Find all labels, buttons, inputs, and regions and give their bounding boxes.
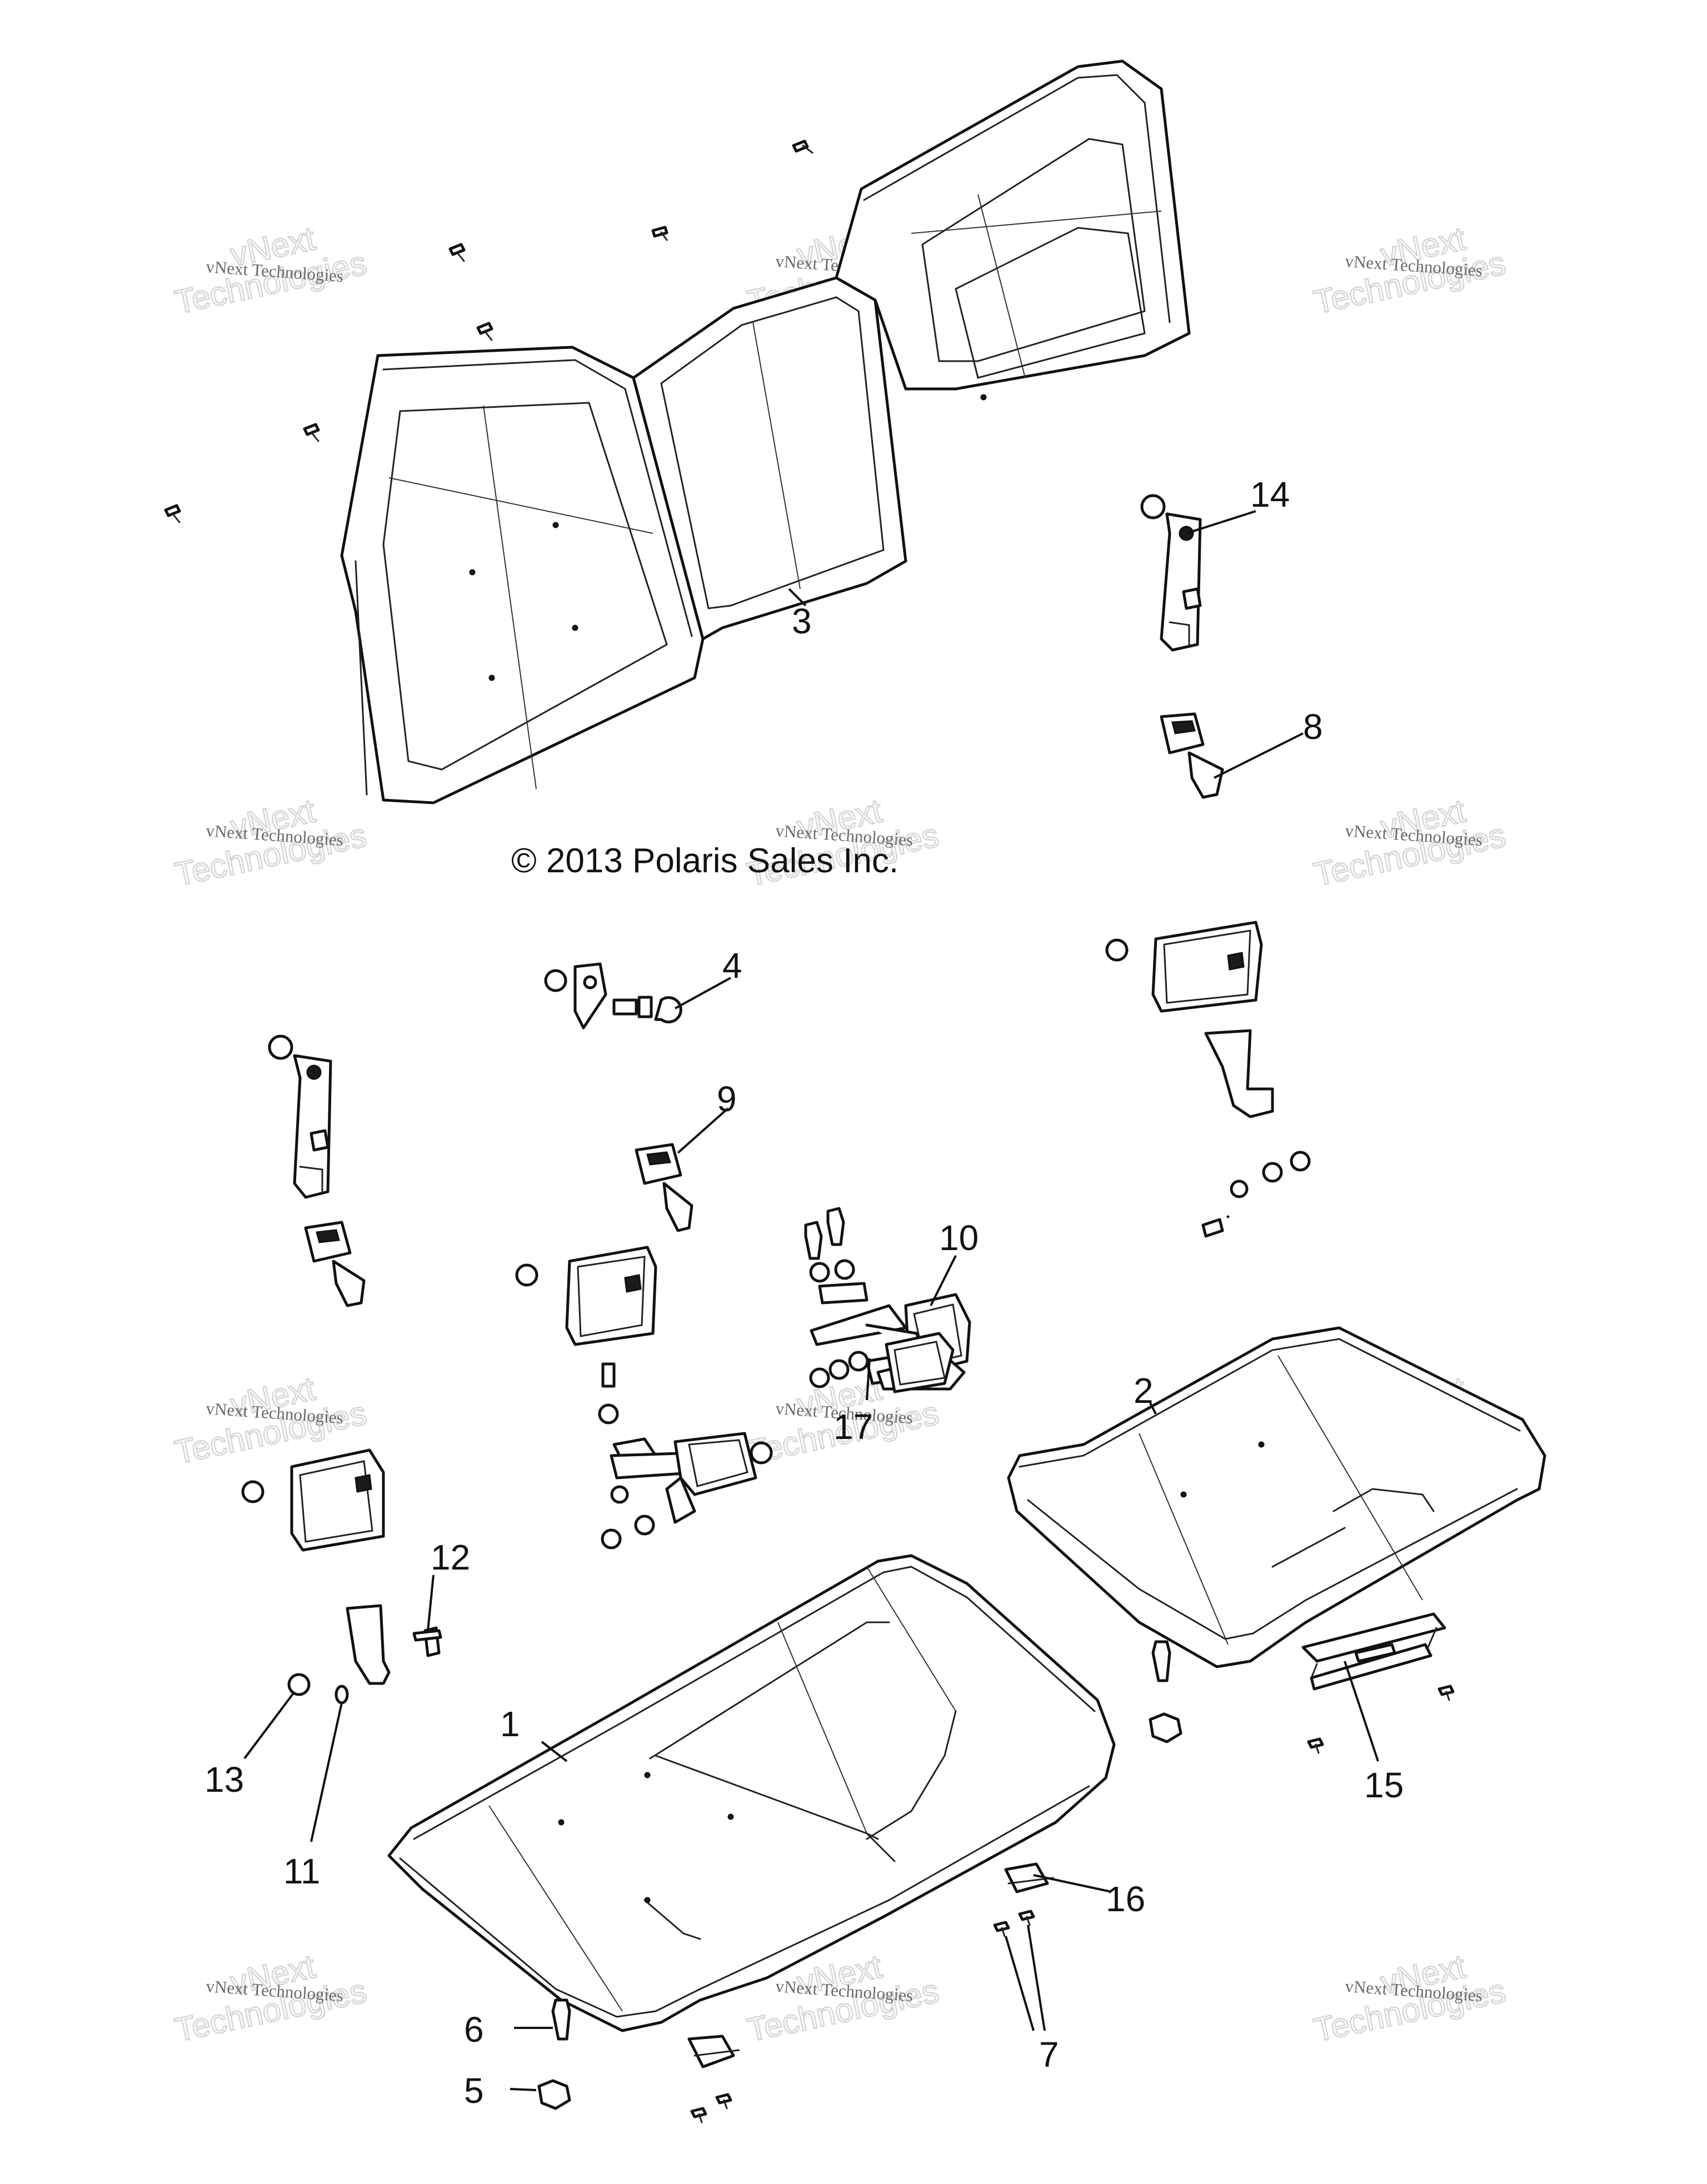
callout-7: 7 [1039,2035,1059,2075]
seat-cushion-left [387,1554,1116,2032]
leader-lines [243,510,1379,2091]
callout-3: 3 [792,601,812,641]
seatbelt-buckle-center [635,1143,693,1232]
screw-icon [303,423,320,442]
seatbelt-anchor-left [268,1034,332,1199]
watermark-bottom-right: vNext Technologies vNext Technologies [1310,1947,1510,2050]
retractor-right [1105,921,1263,1013]
watermark-top-right: vNext Technologies vNext Technologies [1310,219,1510,322]
watermark-mid-right: vNext Technologies vNext Technologies [1310,791,1510,894]
screw-icon [993,1921,1010,1937]
backrest-screws [164,139,813,523]
screw-icon [1438,1685,1455,1701]
screw-icon [1018,1910,1035,1926]
callout-8: 8 [1303,707,1323,747]
callout-17: 17 [833,1407,873,1447]
screw-icon [651,226,668,241]
screw-icon [690,2107,707,2123]
cushion-left-fasteners [537,1862,1054,2123]
callout-11: 11 [283,1851,320,1891]
callout-13: 13 [204,1760,244,1800]
seat-cushion-right [1007,1326,1546,1668]
belt-bracket-right [1201,1029,1311,1238]
watermark-mid-left: vNext Technologies vNext Technologies [171,791,371,894]
seatbelt-buckle-right [1160,712,1224,799]
watermark-top-left: vNext Technologies vNext Technologies [171,219,371,322]
screw-icon [448,243,466,262]
callout-14: 14 [1250,474,1290,514]
retractor-assembly-10-17 [804,1207,971,1393]
seat-backrest [340,59,1191,804]
retractor-left [241,1448,385,1552]
callout-5: 5 [464,2071,484,2111]
screw-icon [715,2093,732,2110]
callout-15: 15 [1364,1765,1404,1805]
seatbelt-buckle-left [304,1221,366,1307]
watermark-bottom-left: vNext Technologies vNext Technologies [171,1947,371,2050]
copyright-text: © 2013 Polaris Sales Inc. [511,842,899,880]
callout-12: 12 [431,1537,470,1577]
screw-icon [1307,1737,1324,1754]
hinge-bracket-assembly [544,962,682,1029]
callout-1: 1 [500,1704,520,1744]
cushion-right-fasteners [1149,1612,1455,1754]
screw-icon [476,322,493,341]
callout-2: 2 [1134,1371,1154,1411]
callout-6: 6 [464,2010,484,2050]
seatbelt-anchor-right [1140,494,1202,652]
screw-icon [792,139,813,154]
callout-10: 10 [939,1218,979,1258]
screw-icon [164,504,181,523]
callout-4: 4 [722,946,742,986]
retractor-center [515,1246,773,1550]
callout-16: 16 [1106,1879,1145,1919]
callout-9: 9 [717,1079,737,1119]
callout-labels: 1 2 3 4 5 6 7 8 9 10 11 12 13 14 15 16 1… [204,474,1404,2111]
belt-bracket-left [287,1604,442,1705]
